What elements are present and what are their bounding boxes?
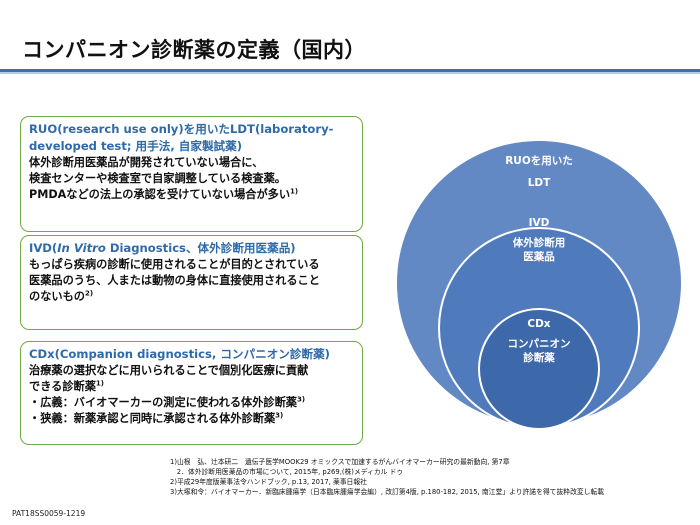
ruo-body-line-1: 体外診断用医薬品が開発されていない場合に、 xyxy=(29,156,264,169)
cdx-circle-label: CDx コンパニオン 診断薬 xyxy=(459,317,619,365)
ivd-body-line-1: もっぱら疾病の診断に使用されることが目的とされている xyxy=(29,258,320,271)
cdx-label-line-1: CDx xyxy=(527,318,551,330)
reference-line-1: 1)山根 弘、辻本研二 遺伝子医学MOOK29 オミックスで加速するがんバイオマ… xyxy=(170,458,510,466)
ruo-heading-line-1: RUO(research use only)を用いたLDT(laboratory… xyxy=(29,122,334,136)
ldt-label-line-1: RUOを用いた xyxy=(505,155,573,167)
ruo-ldt-definition-box: RUO(research use only)を用いたLDT(laboratory… xyxy=(20,116,363,232)
ldt-circle-label: RUOを用いた LDT xyxy=(459,154,619,190)
ivd-heading-suffix: Diagnostics、体外診断用医薬品) xyxy=(105,241,296,255)
cdx-bullet-broad-text: ・広義：バイオマーカーの測定に使われる体外診断薬 xyxy=(29,396,297,409)
reference-line-3: 2)平成29年度版薬事法令ハンドブック, p.13, 2017, 薬事日報社 xyxy=(170,478,367,486)
reference-list: 1)山根 弘、辻本研二 遺伝子医学MOOK29 オミックスで加速するがんバイオマ… xyxy=(170,457,698,497)
cdx-label-line-2: コンパニオン xyxy=(507,338,571,350)
cdx-bullet-narrow: ・狭義：新薬承認と同時に承認される体外診断薬3) xyxy=(29,411,354,427)
ivd-circle-label: IVD 体外診断用 医薬品 xyxy=(459,216,619,264)
reference-line-4: 3)大塚和令：バイオマーカー．新臨床腫瘍学（日本臨床腫瘍学会編）, 改訂第4版,… xyxy=(170,488,605,496)
cdx-bullet-narrow-reference-marker: 3) xyxy=(275,411,284,420)
cdx-body-line-2: できる診断薬1) xyxy=(29,379,354,395)
nested-circles-diagram: RUOを用いた LDT IVD 体外診断用 医薬品 CDx コンパニオン 診断薬 xyxy=(386,120,696,450)
ivd-heading-prefix: IVD( xyxy=(29,241,58,255)
cdx-label-line-3: 診断薬 xyxy=(523,352,555,364)
ivd-label-line-2: 体外診断用 xyxy=(512,237,566,249)
cdx-heading: CDx(Companion diagnostics, コンパニオン診断薬) xyxy=(29,347,330,361)
ldt-label-line-2: LDT xyxy=(527,177,551,189)
cdx-body-reference-marker: 1) xyxy=(95,379,104,388)
ruo-body-line-3: PMDAなどの法上の承認を受けていない場合が多い1) xyxy=(29,187,354,203)
document-code: PAT18SS0059-1219 xyxy=(12,509,86,518)
ruo-body-line-3-text: PMDAなどの法上の承認を受けていない場合が多い xyxy=(29,188,291,201)
ivd-label-line-3: 医薬品 xyxy=(523,251,555,263)
cdx-body-line-1: 治療薬の選択などに用いられることで個別化医療に貢献 xyxy=(29,364,309,377)
ruo-reference-marker: 1) xyxy=(290,187,299,196)
ivd-heading-italic: In Vitro xyxy=(57,241,106,255)
ivd-body-line-3-text: のないもの xyxy=(29,290,85,303)
reference-line-2: 2．体外診断用医薬品の市場について, 2015年, p269,(株)メディカル … xyxy=(170,468,404,476)
nested-circles-svg xyxy=(395,139,683,430)
slide-title: コンパニオン診断薬の定義（国内） xyxy=(22,38,366,62)
ivd-body-line-3: のないもの2) xyxy=(29,289,354,305)
ivd-body-line-2: 医薬品のうち、人または動物の身体に直接使用されること xyxy=(29,274,320,287)
cdx-bullet-broad-reference-marker: 3) xyxy=(296,395,306,404)
cdx-bullet-broad: ・広義：バイオマーカーの測定に使われる体外診断薬3) xyxy=(29,395,354,411)
ivd-reference-marker: 2) xyxy=(84,289,94,298)
cdx-bullet-narrow-text: ・狭義：新薬承認と同時に承認される体外診断薬 xyxy=(29,412,276,425)
ruo-body-line-2: 検査センターや検査室で自家調整している検査薬。 xyxy=(29,172,286,185)
cdx-inner-circle xyxy=(478,308,600,430)
ivd-label-line-1: IVD xyxy=(528,217,550,229)
ivd-heading: IVD(In Vitro Diagnostics、体外診断用医薬品) xyxy=(29,240,354,257)
ivd-definition-box: IVD(In Vitro Diagnostics、体外診断用医薬品) もっぱら疾… xyxy=(20,235,363,330)
ruo-heading-line-2: developed test; 用手法, 自家製試薬) xyxy=(29,139,243,153)
cdx-body-line-2-text: できる診断薬 xyxy=(29,380,96,393)
cdx-definition-box: CDx(Companion diagnostics, コンパニオン診断薬) 治療… xyxy=(20,341,363,445)
title-divider xyxy=(0,69,700,74)
